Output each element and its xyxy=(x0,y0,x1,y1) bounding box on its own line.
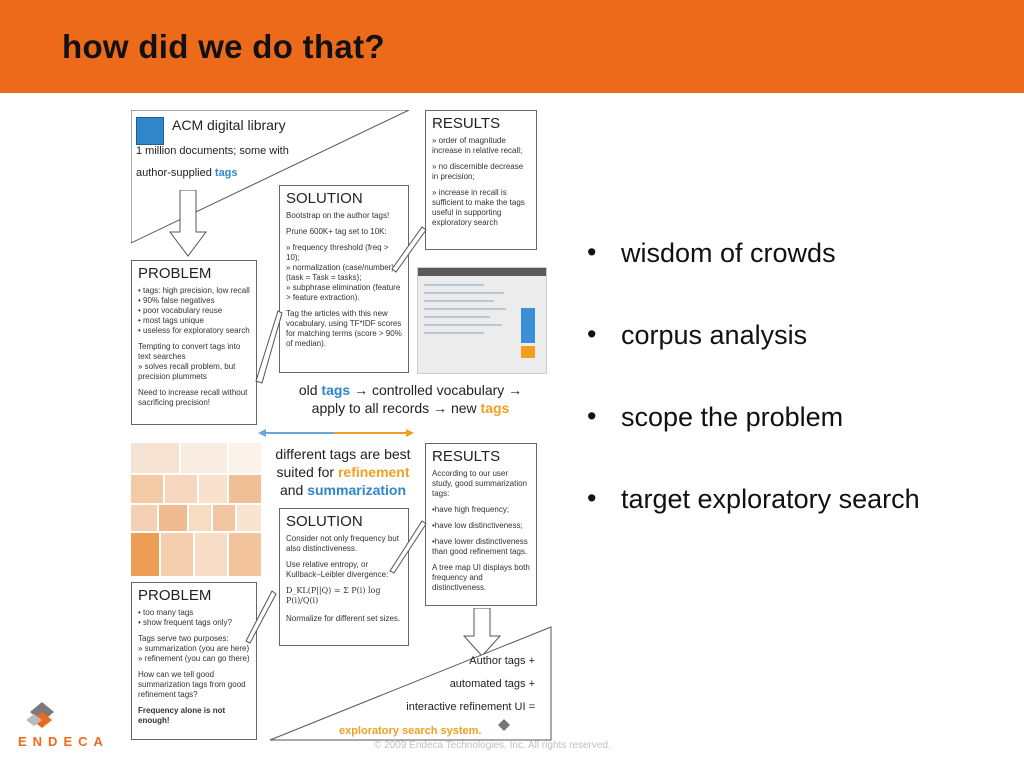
flow-line1-tags: tags xyxy=(321,382,351,398)
bullet-item: scope the problem xyxy=(585,401,1015,484)
results2-line-2: •have low distinctiveness; xyxy=(432,521,523,530)
problem-box-1: PROBLEM • tags: high precision, low reca… xyxy=(131,260,257,425)
results1-item-0: » order of magnitude increase in relativ… xyxy=(432,136,523,155)
problem1-line-7: Need to increase recall without sacrific… xyxy=(138,388,248,407)
divider-double-arrow xyxy=(258,429,414,437)
connector-arrow-2 xyxy=(391,226,427,273)
problem1-line-3: • most tags unique xyxy=(138,316,204,325)
solution-box-1: SOLUTION Bootstrap on the author tags! P… xyxy=(279,185,409,373)
solution2-line-0: Consider not only frequency but also dis… xyxy=(286,534,399,553)
middle-line2-pre: suited for xyxy=(276,464,335,480)
middle-text: different tags are best suited for refin… xyxy=(264,445,422,499)
connector-arrow-3 xyxy=(245,590,277,644)
solution1-line-3: » normalization (case/number) (task = Ta… xyxy=(286,263,395,282)
problem2-line-4: » refinement (you can go there) xyxy=(138,654,250,663)
copyright-text: © 2009 Endeca Technologies, Inc. All rig… xyxy=(374,740,611,751)
final-line2: automated tags + xyxy=(449,678,535,690)
slide-header: how did we do that? xyxy=(0,0,1024,93)
results2-line-4: A tree map UI displays both frequency an… xyxy=(432,563,530,592)
final-line3: interactive refinement UI = xyxy=(406,701,535,713)
problem1-line-5: Tempting to convert tags into text searc… xyxy=(138,342,241,361)
middle-refinement: refinement xyxy=(337,464,410,480)
problem2-line-0: • too many tags xyxy=(138,608,194,617)
middle-summarization: summarization xyxy=(307,482,407,498)
results1-item-1: » no discernible decrease in precision; xyxy=(432,162,524,181)
problem2-line-5: How can we tell good summarization tags … xyxy=(138,670,246,699)
solution2-formula: D_KL(P||Q) = Σ P(i) log P(i)/Q(i) xyxy=(286,586,381,605)
problem-box-2: PROBLEM • too many tags • show frequent … xyxy=(131,582,257,740)
acm-line1: 1 million documents; some with xyxy=(136,145,289,157)
problem2-line-2: Tags serve two purposes: xyxy=(138,634,229,643)
problem1-line-1: • 90% false negatives xyxy=(138,296,215,305)
bullet-list: wisdom of crowds corpus analysis scope t… xyxy=(585,237,1015,566)
endeca-logo-text: ENDECA xyxy=(18,734,109,749)
results-title-1: RESULTS xyxy=(432,115,501,132)
acm-title: ACM digital library xyxy=(172,117,286,133)
acm-triangle xyxy=(131,110,410,244)
final-triangle xyxy=(269,626,552,741)
bullet-item: wisdom of crowds xyxy=(585,237,1015,320)
problem-title-2: PROBLEM xyxy=(138,587,212,604)
treemap-graphic xyxy=(130,442,262,577)
flow-line1-post: → controlled vocabulary → xyxy=(354,382,523,398)
problem2-line-1: • show frequent tags only? xyxy=(138,618,232,627)
problem2-line-6: Frequency alone is not enough! xyxy=(138,706,226,725)
bullet-item: target exploratory search xyxy=(585,483,1015,566)
results-box-1: RESULTS » order of magnitude increase in… xyxy=(425,110,537,250)
down-arrow-2 xyxy=(462,608,502,657)
solution-title-1: SOLUTION xyxy=(286,190,363,207)
bullet-item: corpus analysis xyxy=(585,319,1015,402)
results2-line-0: According to our user study, good summar… xyxy=(432,469,528,498)
acm-line2: author-supplied xyxy=(136,167,212,179)
solution-box-2: SOLUTION Consider not only frequency but… xyxy=(279,508,409,646)
final-line1: Author tags + xyxy=(469,655,535,667)
problem1-line-2: • poor vocabulary reuse xyxy=(138,306,223,315)
endeca-logo-icon xyxy=(26,702,54,728)
solution1-line-4: » subphrase elimination (feature > featu… xyxy=(286,283,401,302)
solution2-line-3: Normalize for different set sizes. xyxy=(286,614,401,623)
solution1-line-5: Tag the articles with this new vocabular… xyxy=(286,309,402,348)
solution1-line-2: » frequency threshold (freq > 10); xyxy=(286,243,389,262)
acm-tags: tags xyxy=(214,167,238,179)
results2-line-1: •have high frequency; xyxy=(432,505,510,514)
process-diagram: ACM digital library 1 million documents;… xyxy=(128,105,553,742)
solution2-line-1: Use relative entropy, or Kullback–Leible… xyxy=(286,560,389,579)
acm-line2-wrap: author-supplied tags xyxy=(136,167,238,179)
problem2-line-3: » summarization (you are here) xyxy=(138,644,250,653)
tool-screenshot-thumbnail xyxy=(417,267,547,374)
flow-text: old tags → controlled vocabulary → apply… xyxy=(268,381,553,417)
endeca-logo: ENDECA xyxy=(18,700,118,750)
endeca-mini-logo-icon xyxy=(498,719,510,731)
acm-logo-icon xyxy=(136,117,164,145)
problem1-line-6: » solves recall problem, but precision p… xyxy=(138,362,236,381)
slide-title: how did we do that? xyxy=(62,28,385,65)
problem-title-1: PROBLEM xyxy=(138,265,212,282)
problem1-line-4: • useless for exploratory search xyxy=(138,326,250,335)
results2-line-3: •have lower distinctiveness than good re… xyxy=(432,537,528,556)
flow-line1-pre: old xyxy=(298,382,318,398)
solution1-line-1: Prune 600K+ tag set to 10K: xyxy=(286,227,387,236)
solution1-line-0: Bootstrap on the author tags! xyxy=(286,211,390,220)
problem1-line-0: • tags: high precision, low recall xyxy=(138,286,250,295)
results-box-2: RESULTS According to our user study, goo… xyxy=(425,443,537,606)
middle-line1: different tags are best xyxy=(275,446,411,462)
final-line4: exploratory search system. xyxy=(339,725,482,737)
middle-line3-pre: and xyxy=(279,482,304,498)
connector-arrow-4 xyxy=(389,520,427,574)
results-title-2: RESULTS xyxy=(432,448,501,465)
connector-arrow-1 xyxy=(255,310,283,384)
down-arrow-1 xyxy=(169,190,207,257)
flow-line2-tags: tags xyxy=(480,400,510,416)
solution-title-2: SOLUTION xyxy=(286,513,363,530)
results1-item-2: » increase in recall is sufficient to ma… xyxy=(432,188,525,227)
flow-line2-pre: apply to all records → new xyxy=(311,400,477,416)
